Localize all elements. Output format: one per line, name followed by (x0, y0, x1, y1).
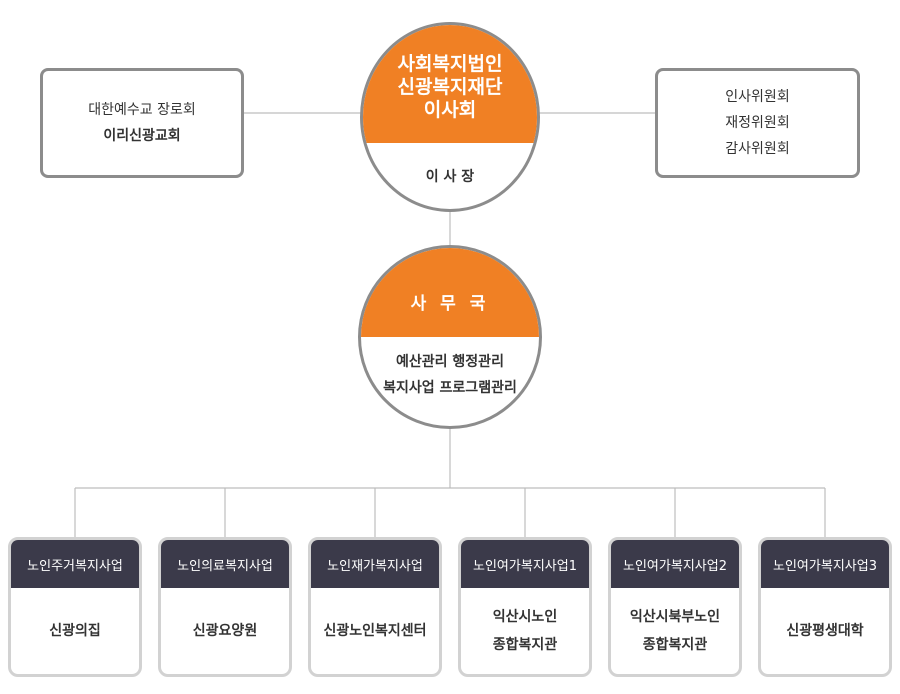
unit-facility: 신광의집 (11, 588, 139, 674)
unit-facility: 익산시북부노인 종합복지관 (611, 588, 739, 674)
board-title-line3: 이사회 (423, 98, 477, 121)
unit-leisure-2: 노인여가복지사업2 익산시북부노인 종합복지관 (608, 537, 742, 677)
unit-program-label: 노인의료복지사업 (161, 540, 289, 588)
office-circle: 사 무 국 예산관리 행정관리 복지사업 프로그램관리 (358, 245, 542, 429)
unit-facility: 신광요양원 (161, 588, 289, 674)
unit-medical: 노인의료복지사업 신광요양원 (158, 537, 292, 677)
unit-facility-line: 익산시노인 (492, 609, 558, 625)
unit-facility: 익산시노인 종합복지관 (461, 588, 589, 674)
unit-facility-line: 신광노인복지센터 (323, 623, 427, 639)
unit-facility-line: 익산시북부노인 (629, 609, 721, 625)
unit-homecare: 노인재가복지사업 신광노인복지센터 (308, 537, 442, 677)
board-title-line1: 사회복지법인 (397, 52, 503, 75)
unit-facility: 신광노인복지센터 (311, 588, 439, 674)
unit-program-label: 노인여가복지사업2 (611, 540, 739, 588)
board-title-line2: 신광복지재단 (397, 75, 503, 98)
board-chair: 이 사 장 (425, 169, 475, 185)
unit-facility: 신광평생대학 (761, 588, 889, 674)
office-title: 사 무 국 (361, 248, 539, 337)
committee-audit: 감사위원회 (725, 141, 790, 157)
church-box: 대한예수교 장로회 이리신광교회 (40, 68, 244, 178)
office-duties: 예산관리 행정관리 복지사업 프로그램관리 (361, 337, 539, 426)
unit-program-label: 노인여가복지사업1 (461, 540, 589, 588)
board-circle: 사회복지법인 신광복지재단 이사회 이 사 장 (360, 22, 540, 212)
board-title: 사회복지법인 신광복지재단 이사회 (363, 25, 537, 143)
committees-box: 인사위원회 재정위원회 감사위원회 (655, 68, 860, 178)
church-line1: 대한예수교 장로회 (88, 102, 196, 118)
unit-facility-line: 신광의집 (49, 623, 101, 639)
office-duty-line2: 복지사업 프로그램관리 (383, 379, 517, 396)
unit-leisure-1: 노인여가복지사업1 익산시노인 종합복지관 (458, 537, 592, 677)
unit-leisure-3: 노인여가복지사업3 신광평생대학 (758, 537, 892, 677)
unit-facility-line: 신광요양원 (192, 623, 258, 639)
office-duty-line1: 예산관리 행정관리 (396, 353, 504, 370)
unit-facility-line: 신광평생대학 (786, 623, 864, 639)
unit-facility-line: 종합복지관 (492, 637, 558, 653)
church-name: 이리신광교회 (103, 128, 181, 144)
unit-program-label: 노인주거복지사업 (11, 540, 139, 588)
unit-program-label: 노인여가복지사업3 (761, 540, 889, 588)
unit-housing: 노인주거복지사업 신광의집 (8, 537, 142, 677)
unit-facility-line: 종합복지관 (642, 637, 708, 653)
committee-personnel: 인사위원회 (725, 89, 790, 105)
unit-program-label: 노인재가복지사업 (311, 540, 439, 588)
committee-finance: 재정위원회 (725, 115, 790, 131)
